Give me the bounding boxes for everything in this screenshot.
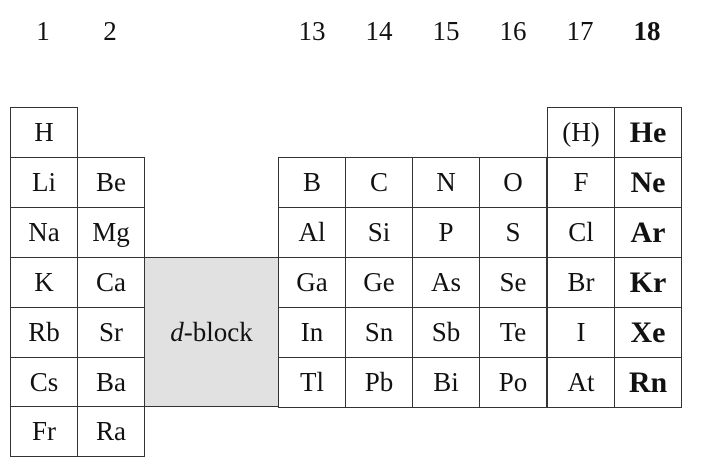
element-cell-i: I — [547, 307, 615, 358]
element-cell-al: Al — [278, 207, 346, 258]
element-cell-p: P — [412, 207, 480, 258]
d-block-region: d-block — [144, 257, 279, 407]
element-cell-si: Si — [345, 207, 413, 258]
group-header-14: 14 — [365, 16, 393, 46]
element-cell-h: H — [10, 107, 78, 158]
element-cell-ca: Ca — [77, 257, 145, 308]
element-cell-na: Na — [10, 207, 78, 258]
element-cell-ra: Ra — [77, 406, 145, 457]
element-cell-cl: Cl — [547, 207, 615, 258]
element-cell-ne: Ne — [614, 157, 682, 208]
element-cell-ge: Ge — [345, 257, 413, 308]
element-cell-ba: Ba — [77, 357, 145, 408]
element-cell-bi: Bi — [412, 357, 480, 408]
group-header-2: 2 — [103, 16, 117, 46]
element-cell-k: K — [10, 257, 78, 308]
element-cell-li: Li — [10, 157, 78, 208]
element-cell-br: Br — [547, 257, 615, 308]
group-header-13: 13 — [298, 16, 326, 46]
element-cell-s: S — [479, 207, 547, 258]
element-cell-tl: Tl — [278, 357, 346, 408]
element-cell-po: Po — [479, 357, 547, 408]
group-header-18: 18 — [633, 16, 661, 46]
element-cell-kr: Kr — [614, 257, 682, 308]
element-cell-be: Be — [77, 157, 145, 208]
group-header-15: 15 — [432, 16, 460, 46]
element-cell-sr: Sr — [77, 307, 145, 358]
element-cell-c: C — [345, 157, 413, 208]
element-cell-o: O — [479, 157, 547, 208]
element-cell-ar: Ar — [614, 207, 682, 258]
element-cell-n: N — [412, 157, 480, 208]
element-cell-mg: Mg — [77, 207, 145, 258]
element-cell-se: Se — [479, 257, 547, 308]
group-header-1: 1 — [36, 16, 50, 46]
element-cell-sb: Sb — [412, 307, 480, 358]
element-cell-he: He — [614, 107, 682, 158]
element-cell-ga: Ga — [278, 257, 346, 308]
element-cell-as: As — [412, 257, 480, 308]
group-header-16: 16 — [499, 16, 527, 46]
element-cell-sn: Sn — [345, 307, 413, 358]
element-cell-xe: Xe — [614, 307, 682, 358]
element-cell-pb: Pb — [345, 357, 413, 408]
element-cell-fr: Fr — [10, 406, 78, 457]
element-cell-h-repeat: (H) — [547, 107, 615, 158]
element-cell-te: Te — [479, 307, 547, 358]
element-cell-rb: Rb — [10, 307, 78, 358]
group-header-17: 17 — [566, 16, 594, 46]
d-block-letter: d — [170, 316, 184, 347]
element-cell-f: F — [547, 157, 615, 208]
element-cell-in: In — [278, 307, 346, 358]
element-cell-at: At — [547, 357, 615, 408]
element-cell-cs: Cs — [10, 357, 78, 408]
element-cell-rn: Rn — [614, 357, 682, 408]
element-cell-b: B — [278, 157, 346, 208]
d-block-suffix: -block — [183, 316, 253, 347]
